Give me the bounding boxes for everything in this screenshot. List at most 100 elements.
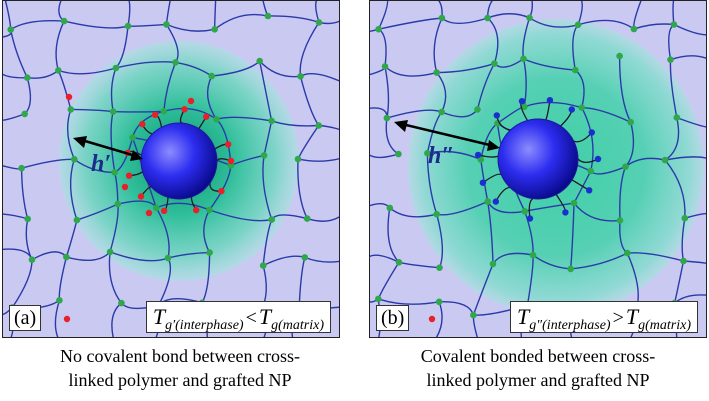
- crosslink-point: [491, 60, 498, 67]
- crosslink-point: [315, 19, 323, 26]
- polymer-chain: [163, 62, 177, 112]
- chain-end: [121, 183, 129, 191]
- polymer-chain: [529, 17, 579, 28]
- polymer-chain: [262, 155, 273, 220]
- interphase-thickness-label: h″: [428, 143, 455, 169]
- crosslink-point: [574, 21, 582, 29]
- crosslink-point: [24, 74, 31, 81]
- crosslink-point: [375, 25, 382, 33]
- tg-matrix-subscript: g(matrix): [638, 318, 691, 333]
- crosslink-point: [7, 26, 14, 33]
- polymer-chain: [476, 63, 496, 110]
- crosslink-point: [67, 106, 75, 113]
- polymer-chain: [389, 207, 437, 218]
- comparison-operator: <: [245, 307, 257, 329]
- polymer-chain: [618, 56, 632, 123]
- tg-symbol: T: [517, 304, 530, 329]
- crosslink-point: [163, 21, 170, 28]
- caption-line-1: No covalent bond between cross-: [60, 346, 300, 366]
- crosslink-point: [24, 215, 32, 223]
- crosslink-point: [386, 204, 394, 212]
- crosslink-point: [112, 64, 120, 72]
- chain-end: [225, 141, 232, 148]
- polymer-chain: [664, 156, 706, 161]
- crosslink-point: [260, 152, 268, 159]
- arrowhead-right: [487, 140, 500, 151]
- polymer-chain: [63, 20, 129, 29]
- polymer-chain: [21, 158, 75, 169]
- chain-end: [428, 315, 436, 323]
- crosslink-point: [172, 59, 179, 66]
- polymer-chain: [20, 168, 29, 220]
- polymer-chain: [108, 251, 122, 304]
- crosslink-point: [477, 156, 485, 163]
- tg-matrix-subscript: g(matrix): [271, 318, 324, 333]
- panel-letter: (b): [376, 305, 410, 331]
- polymer-chain: [581, 107, 594, 172]
- polymer-chain: [670, 55, 706, 61]
- crosslink-point: [301, 254, 309, 261]
- polymer-chain: [299, 22, 320, 77]
- chain-end: [203, 113, 210, 120]
- chain-end: [218, 187, 225, 195]
- polymer-chain: [426, 153, 438, 215]
- crosslink-point: [622, 163, 629, 170]
- polymer-chain: [487, 17, 499, 64]
- chain-end: [160, 207, 168, 214]
- crosslink-point: [164, 254, 172, 262]
- chain-end: [518, 98, 526, 105]
- polymer-chain: [209, 209, 272, 222]
- crosslink-point: [433, 210, 440, 218]
- polymer-chain: [684, 212, 706, 219]
- arrowhead-left: [73, 136, 87, 148]
- polymer-chain: [377, 1, 389, 30]
- crosslink-point: [587, 167, 594, 175]
- network-diagram-a: [3, 1, 339, 337]
- chain-end: [139, 120, 146, 128]
- polymer-chain: [627, 252, 684, 262]
- crosslink-point: [60, 17, 68, 25]
- polymer-chain: [619, 166, 627, 221]
- crosslink-point: [661, 156, 669, 164]
- crosslink-point: [578, 104, 586, 111]
- polymer-chain: [384, 66, 390, 119]
- crosslink-point: [630, 25, 638, 33]
- crosslink-point: [395, 259, 403, 266]
- crosslink-point: [71, 156, 78, 163]
- polymer-chain: [115, 61, 176, 69]
- polymer-chain: [387, 207, 400, 263]
- arrowhead-right: [130, 150, 143, 161]
- chain-end: [474, 151, 482, 159]
- polymer-chain: [427, 150, 482, 161]
- comparison-operator: >: [612, 307, 624, 329]
- crosslink-point: [670, 21, 678, 28]
- crosslink-point: [55, 67, 62, 74]
- polymer-chain: [58, 67, 117, 75]
- crosslink-point: [433, 69, 440, 76]
- crosslink-point: [206, 206, 213, 214]
- nanoparticle: [140, 122, 218, 200]
- crosslink-point: [264, 12, 272, 20]
- thickness-arrow: [405, 123, 495, 148]
- crosslink-point: [520, 55, 527, 63]
- crosslink-point: [63, 253, 70, 261]
- crosslink-point: [616, 217, 624, 224]
- crosslink-point: [118, 299, 125, 307]
- polymer-chain: [203, 209, 211, 253]
- crosslink-point: [424, 149, 431, 157]
- polymer-chain: [166, 23, 215, 32]
- polymer-chain: [676, 116, 706, 128]
- polymer-chain: [523, 58, 576, 71]
- crosslink-point: [21, 110, 29, 118]
- crosslink-point: [211, 26, 218, 33]
- caption-line-2: linked polymer and grafted NP: [68, 370, 292, 390]
- crosslink-point: [567, 265, 574, 273]
- caption-line-1: Covalent bonded between cross-: [420, 346, 656, 366]
- chain-end: [586, 187, 593, 194]
- chain-end: [546, 97, 554, 104]
- crosslink-point: [381, 63, 389, 70]
- caption-b: Covalent bonded between cross- linked po…: [358, 344, 709, 392]
- crosslink-point: [206, 249, 213, 256]
- tg-subscript: (interphase): [542, 318, 611, 333]
